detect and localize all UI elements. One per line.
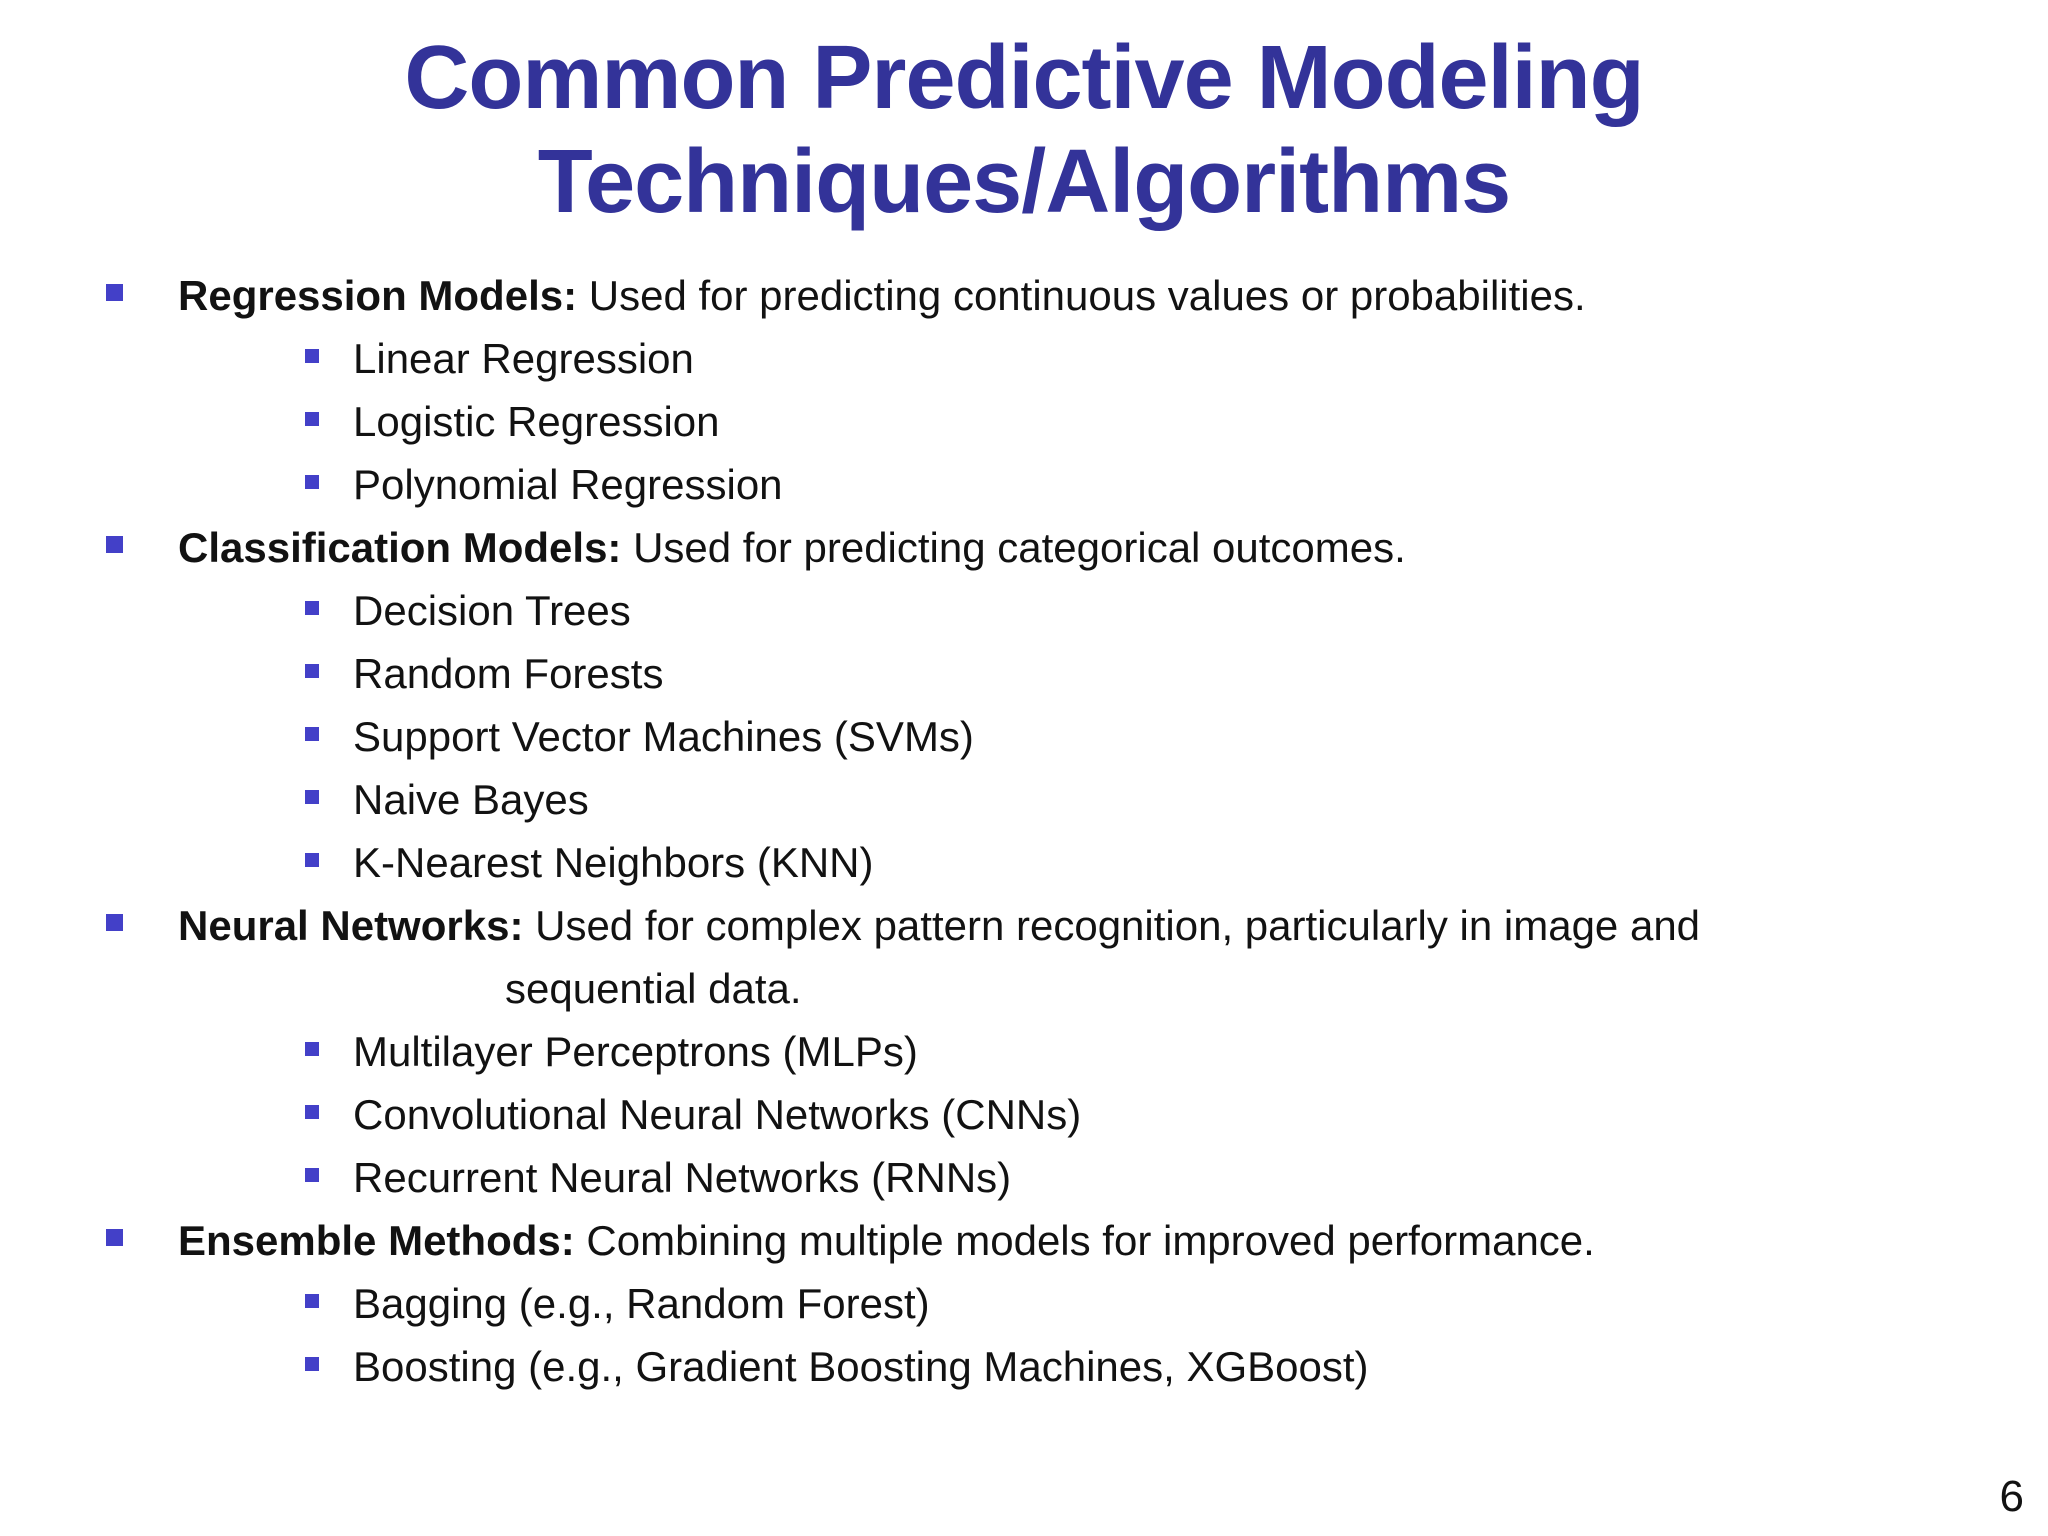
sub-bullet-square-icon xyxy=(305,663,319,678)
section-heading: Classification Models: xyxy=(178,523,622,571)
list-item: K-Nearest Neighbors (KNN) xyxy=(0,831,2048,894)
section-header-ensemble-methods: Ensemble Methods: Combining multiple mod… xyxy=(0,1209,2048,1272)
list-item: Logistic Regression xyxy=(0,390,2048,453)
list-item-label: Linear Regression xyxy=(353,334,694,382)
sub-bullet-square-icon xyxy=(305,852,319,867)
sub-bullet-square-icon xyxy=(305,726,319,741)
sub-bullet-square-icon xyxy=(305,1356,319,1371)
section-description: Used for predicting categorical outcomes… xyxy=(633,523,1406,571)
section-heading: Regression Models: xyxy=(178,271,578,319)
section-header-text: Ensemble Methods: Combining multiple mod… xyxy=(178,1217,1595,1265)
list-item-label: Naive Bayes xyxy=(353,775,589,823)
bullet-square-icon xyxy=(106,284,123,301)
list-item-label: Decision Trees xyxy=(353,586,631,634)
page-number: 6 xyxy=(1999,1472,2024,1521)
list-item-label: Polynomial Regression xyxy=(353,460,783,508)
list-item-label: Random Forests xyxy=(353,649,664,697)
bullet-square-icon xyxy=(106,536,123,553)
bullet-square-icon xyxy=(106,914,123,931)
bullet-list: Regression Models: Used for predicting c… xyxy=(0,264,2048,1398)
section-header-classification: Classification Models: Used for predicti… xyxy=(0,516,2048,579)
list-item: Random Forests xyxy=(0,642,2048,705)
section-description-line2: sequential data. xyxy=(505,964,802,1012)
list-item-label: Convolutional Neural Networks (CNNs) xyxy=(353,1090,1082,1138)
sub-bullet-square-icon xyxy=(305,474,319,489)
list-item-label: Support Vector Machines (SVMs) xyxy=(353,712,974,760)
list-item-label: K-Nearest Neighbors (KNN) xyxy=(353,838,874,886)
list-item: Naive Bayes xyxy=(0,768,2048,831)
section-header-neural-networks: Neural Networks: Used for complex patter… xyxy=(0,894,2048,957)
list-item: Boosting (e.g., Gradient Boosting Machin… xyxy=(0,1335,2048,1398)
section-header-regression: Regression Models: Used for predicting c… xyxy=(0,264,2048,327)
section-heading: Neural Networks: xyxy=(178,901,524,949)
list-item: Polynomial Regression xyxy=(0,453,2048,516)
slide-title: Common Predictive Modeling Techniques/Al… xyxy=(0,26,2048,234)
list-item-label: Multilayer Perceptrons (MLPs) xyxy=(353,1027,918,1075)
list-item-label: Logistic Regression xyxy=(353,397,720,445)
section-description: Used for complex pattern recognition, pa… xyxy=(535,901,1701,949)
list-item: Recurrent Neural Networks (RNNs) xyxy=(0,1146,2048,1209)
sub-bullet-square-icon xyxy=(305,1167,319,1182)
sub-bullet-square-icon xyxy=(305,1104,319,1119)
sub-bullet-square-icon xyxy=(305,411,319,426)
sub-bullet-square-icon xyxy=(305,348,319,363)
sub-bullet-square-icon xyxy=(305,1041,319,1056)
slide-title-line-2: Techniques/Algorithms xyxy=(537,132,1511,232)
section-description: Combining multiple models for improved p… xyxy=(586,1216,1595,1264)
list-item: Bagging (e.g., Random Forest) xyxy=(0,1272,2048,1335)
bullet-square-icon xyxy=(106,1229,123,1246)
slide-title-line-1: Common Predictive Modeling xyxy=(404,28,1644,128)
list-item-label: Recurrent Neural Networks (RNNs) xyxy=(353,1153,1012,1201)
section-header-text: Regression Models: Used for predicting c… xyxy=(178,272,1586,320)
list-item: Support Vector Machines (SVMs) xyxy=(0,705,2048,768)
sub-bullet-square-icon xyxy=(305,600,319,615)
list-item-label: Boosting (e.g., Gradient Boosting Machin… xyxy=(353,1342,1369,1390)
list-item-label: Bagging (e.g., Random Forest) xyxy=(353,1279,930,1327)
section-header-text: Classification Models: Used for predicti… xyxy=(178,524,1406,572)
section-header-text: Neural Networks: Used for complex patter… xyxy=(178,902,1700,950)
sub-bullet-square-icon xyxy=(305,1293,319,1308)
list-item: Linear Regression xyxy=(0,327,2048,390)
list-item: Decision Trees xyxy=(0,579,2048,642)
list-item: Convolutional Neural Networks (CNNs) xyxy=(0,1083,2048,1146)
section-heading: Ensemble Methods: xyxy=(178,1216,575,1264)
sub-bullet-square-icon xyxy=(305,789,319,804)
section-description: Used for predicting continuous values or… xyxy=(588,271,1586,319)
section-description-continuation: sequential data. xyxy=(0,957,2048,1020)
list-item: Multilayer Perceptrons (MLPs) xyxy=(0,1020,2048,1083)
